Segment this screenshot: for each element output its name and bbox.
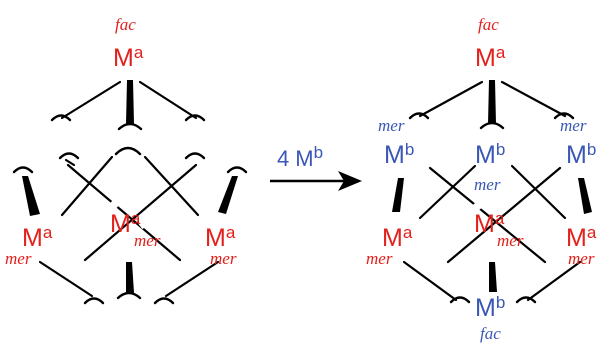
bond-gap xyxy=(97,198,121,221)
metal-label: Ma xyxy=(566,223,597,252)
geometry-label: mer xyxy=(134,231,161,250)
geometry-label: mer xyxy=(497,231,524,250)
geometry-label: mer xyxy=(560,116,587,135)
bond xyxy=(510,164,567,220)
wedge-bond xyxy=(489,262,497,292)
geometry-label: fac xyxy=(115,15,136,34)
metal-label: Ma xyxy=(382,223,413,252)
geometry-label: fac xyxy=(478,15,499,34)
bond xyxy=(428,166,547,264)
bond xyxy=(60,80,122,120)
bond xyxy=(60,155,114,217)
bond-gap xyxy=(137,208,161,230)
metal-label: Mb xyxy=(384,140,414,169)
metal-label: Mb xyxy=(475,293,505,322)
wedge-bond xyxy=(22,176,40,216)
bond xyxy=(446,166,562,264)
right-cage: fac Ma mer Mb Mb mer mer Mb Ma mer Ma me… xyxy=(366,15,597,343)
bond xyxy=(418,164,477,220)
bond xyxy=(143,155,200,217)
bond-gap xyxy=(459,201,483,223)
hook xyxy=(408,112,430,120)
wedge-bond xyxy=(578,178,592,214)
hook xyxy=(12,166,34,174)
bond-gap xyxy=(502,208,526,230)
wedge-bond xyxy=(126,80,134,124)
wedge-bond xyxy=(488,80,496,124)
bond xyxy=(64,158,76,167)
bond xyxy=(38,260,94,298)
metal-label: Ma xyxy=(475,43,506,72)
hook xyxy=(58,152,80,160)
geometry-label: mer xyxy=(568,249,595,268)
metal-label: Ma xyxy=(22,223,53,252)
geometry-label: mer xyxy=(474,175,501,194)
metal-label: Ma xyxy=(205,223,236,252)
geometry-label: fac xyxy=(480,324,501,343)
hook xyxy=(114,146,142,156)
metal-label: Mb xyxy=(475,140,505,169)
hook xyxy=(184,152,206,160)
geometry-label: mer xyxy=(210,249,237,268)
hook xyxy=(116,291,142,300)
geometry-label: mer xyxy=(5,249,32,268)
hook xyxy=(117,122,143,131)
bond xyxy=(526,260,582,302)
hook xyxy=(153,297,175,305)
geometry-label: mer xyxy=(366,249,393,268)
wedge-bond xyxy=(218,176,238,214)
bond xyxy=(138,80,198,120)
metal-label: Mb xyxy=(566,140,596,169)
metal-label: Ma xyxy=(474,209,505,238)
hook xyxy=(553,112,575,120)
bond xyxy=(83,163,198,262)
geometry-label: mer xyxy=(378,116,405,135)
hook xyxy=(515,296,537,304)
bond xyxy=(402,260,458,302)
hook xyxy=(479,121,505,130)
arrow-head xyxy=(338,171,362,191)
hook xyxy=(226,166,248,174)
hook xyxy=(83,297,105,305)
hook xyxy=(184,114,206,122)
bond xyxy=(418,80,484,118)
bond xyxy=(164,260,220,298)
bond xyxy=(66,163,182,262)
metal-label: Ma xyxy=(110,209,141,238)
left-cage: fac Ma Ma mer Ma mer Ma mer xyxy=(5,15,248,305)
wedge-bond xyxy=(126,262,134,293)
bond xyxy=(500,80,567,118)
hook xyxy=(50,114,72,122)
metal-label: Ma xyxy=(113,43,144,72)
wedge-bond xyxy=(392,178,404,212)
hook xyxy=(449,296,471,304)
